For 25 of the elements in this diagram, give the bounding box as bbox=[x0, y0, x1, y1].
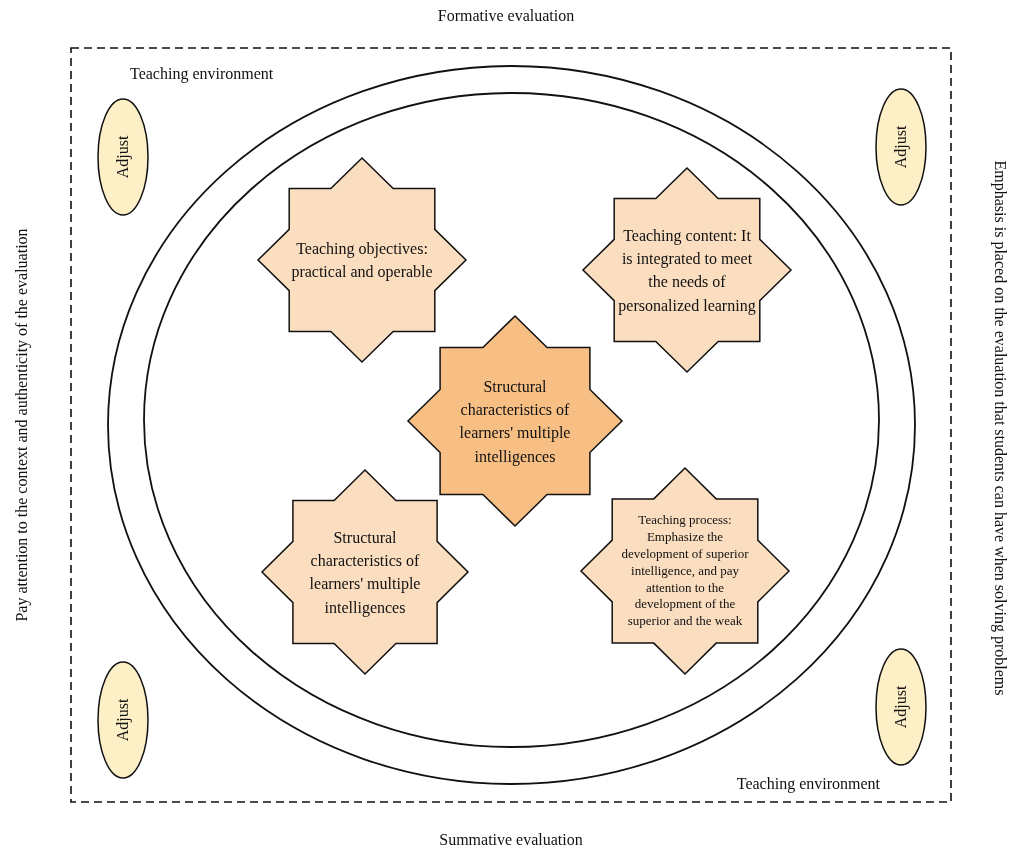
evaluation-caption: Formative evaluation bbox=[437, 5, 575, 26]
environment-label: Teaching environment bbox=[736, 773, 880, 795]
star-text: Teaching content: It is integrated to meet the needs of personalized learning bbox=[618, 225, 756, 317]
star-shape bbox=[258, 158, 466, 362]
adjust-text: Adjust bbox=[890, 125, 911, 169]
side-caption: Emphasis is placed on the evaluation that students can have when solving problems bbox=[990, 160, 1011, 696]
evaluation-caption: Summative evaluation bbox=[439, 829, 583, 850]
adjust-oval bbox=[875, 648, 927, 766]
adjust-oval bbox=[97, 98, 149, 216]
side-caption: Pay attention to the context and authenticity of the evaluation bbox=[11, 228, 32, 622]
adjust-text: Adjust bbox=[890, 685, 911, 729]
adjust-oval bbox=[875, 88, 927, 206]
star-shape bbox=[408, 316, 622, 526]
adjust-oval bbox=[97, 661, 149, 779]
star-text: Teaching objectives: practical and operable bbox=[290, 238, 434, 283]
star-shape bbox=[262, 470, 468, 674]
adjust-text: Adjust bbox=[112, 698, 133, 742]
environment-label: Teaching environment bbox=[130, 64, 274, 85]
star-text: Structural characteristics of learners' multiple intelligences bbox=[308, 527, 422, 619]
inner-ellipse bbox=[143, 92, 880, 748]
star-shape bbox=[581, 468, 789, 674]
star-shape bbox=[583, 168, 791, 372]
adjust-text: Adjust bbox=[112, 135, 133, 179]
star-text: Structural characteristics of learners' multiple intelligences bbox=[458, 376, 572, 468]
star-text: Teaching process: Emphasize the development of superior intelligence, and pay attention to the development of the superior and the weak bbox=[620, 511, 750, 631]
